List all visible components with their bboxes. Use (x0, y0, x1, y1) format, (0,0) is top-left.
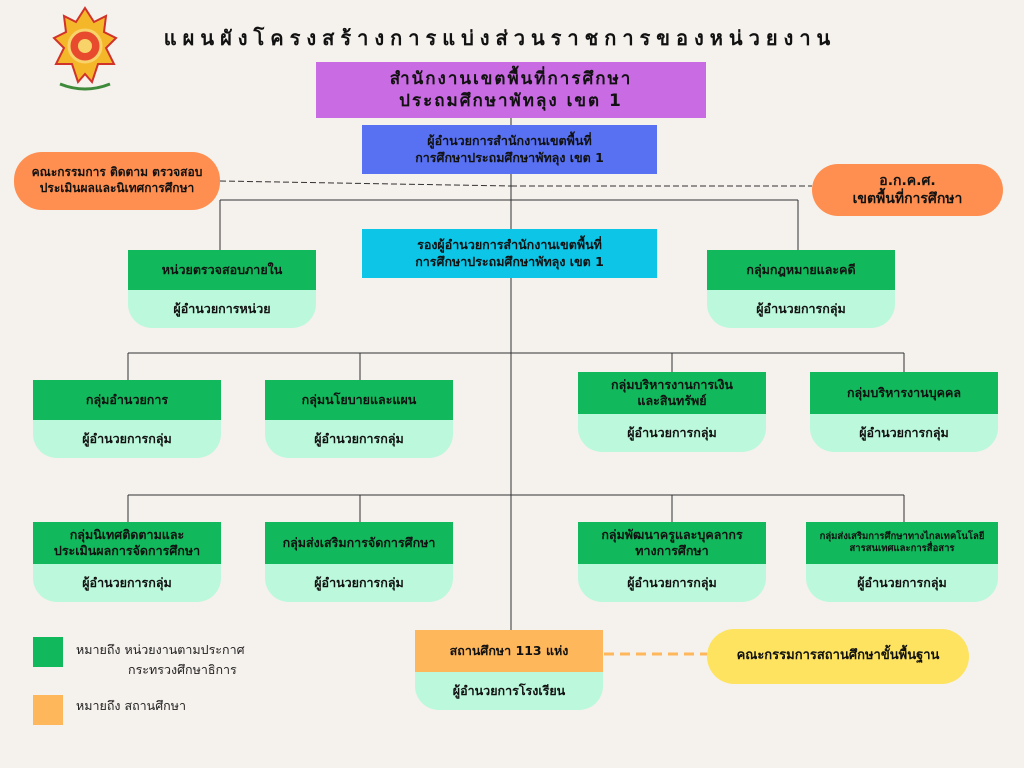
unit-legal: กลุ่มกฎหมายและคดี ผู้อำนวยการกลุ่ม (707, 250, 895, 328)
office-line2: ประถมศึกษาพัทลุง เขต 1 (399, 91, 623, 111)
unit-sub: ผู้อำนวยการกลุ่ม (33, 420, 221, 458)
unit-personnel: กลุ่มบริหารงานบุคคล ผู้อำนวยการกลุ่ม (810, 372, 998, 452)
committee-box: คณะกรรมการ ติดตาม ตรวจสอบประเมินผลและนิเ… (14, 152, 220, 210)
page-title: แผนผังโครงสร้างการแบ่งส่วนราชการของหน่วย… (163, 26, 837, 50)
unit-head: กลุ่มบริหารงานบุคคล (810, 372, 998, 414)
obec-emblem-icon (52, 6, 118, 91)
unit-head: กลุ่มบริหารงานการเงินและสินทรัพย์ (578, 372, 766, 414)
unit-head: กลุ่มอำนวยการ (33, 380, 221, 420)
unit-sub: ผู้อำนวยการกลุ่ม (33, 564, 221, 602)
deputy-line2: การศึกษาประถมศึกษาพัทลุง เขต 1 (415, 253, 604, 269)
unit-head: กลุ่มส่งเสริมการจัดการศึกษา (265, 522, 453, 564)
unit-sub: ผู้อำนวยการกลุ่ม (265, 420, 453, 458)
unit-sub: ผู้อำนวยการโรงเรียน (415, 672, 603, 710)
unit-head-line2: และสินทรัพย์ (637, 393, 707, 408)
deputy-line1: รองผู้อำนวยการสำนักงานเขตพื้นที่ (417, 237, 602, 253)
okks-line2: เขตพื้นที่การศึกษา (852, 191, 963, 207)
unit-head-line1: กลุ่มบริหารงานการเงิน (611, 376, 733, 392)
unit-teacher-dev: กลุ่มพัฒนาครูและบุคลากรทางการศึกษา ผู้อำ… (578, 522, 766, 602)
unit-head: กลุ่มนโยบายและแผน (265, 380, 453, 420)
unit-policy: กลุ่มนโยบายและแผน ผู้อำนวยการกลุ่ม (265, 380, 453, 458)
basic-committee-box: คณะกรรมการสถานศึกษาขั้นพื้นฐาน (707, 629, 969, 684)
deputy-box: รองผู้อำนวยการสำนักงานเขตพื้นที่การศึกษา… (362, 229, 657, 278)
unit-head: กลุ่มพัฒนาครูและบุคลากรทางการศึกษา (578, 522, 766, 564)
okks-box: อ.ก.ค.ศ. เขตพื้นที่การศึกษา (812, 164, 1003, 216)
legend-green-line2: กระทรวงศึกษาธิการ (128, 662, 237, 677)
unit-head-line1: กลุ่มนิเทศติดตามและ (69, 526, 185, 542)
unit-head-line1: กลุ่มพัฒนาครูและบุคลากร (601, 526, 743, 542)
office-box: สำนักงานเขตพื้นที่การศึกษาประถมศึกษาพัทล… (316, 62, 706, 118)
unit-sub: ผู้อำนวยการกลุ่ม (578, 564, 766, 602)
unit-head: สถานศึกษา 113 แห่ง (415, 630, 603, 672)
unit-head-line2: ประเมินผลการจัดการศึกษา (53, 543, 201, 558)
unit-finance: กลุ่มบริหารงานการเงินและสินทรัพย์ ผู้อำน… (578, 372, 766, 452)
unit-sub: ผู้อำนวยการกลุ่ม (806, 564, 998, 602)
unit-head-line1: กลุ่มส่งเสริมการศึกษาทางไกลเทคโนโลยี (819, 530, 985, 542)
director-box: ผู้อำนวยการสำนักงานเขตพื้นที่การศึกษาประ… (362, 125, 657, 174)
unit-head: กลุ่มส่งเสริมการศึกษาทางไกลเทคโนโลยีสารส… (806, 522, 998, 564)
unit-head-line2: สารสนเทศและการสื่อสาร (849, 543, 955, 554)
unit-internal-audit: หน่วยตรวจสอบภายใน ผู้อำนวยการหน่วย (128, 250, 316, 328)
unit-sub: ผู้อำนวยการกลุ่ม (707, 290, 895, 328)
unit-admin: กลุ่มอำนวยการ ผู้อำนวยการกลุ่ม (33, 380, 221, 458)
unit-sub: ผู้อำนวยการกลุ่ม (810, 414, 998, 452)
unit-sub: ผู้อำนวยการกลุ่ม (578, 414, 766, 452)
unit-head-line2: ทางการศึกษา (635, 543, 709, 558)
unit-head: กลุ่มนิเทศติดตามและประเมินผลการจัดการศึก… (33, 522, 221, 564)
okks-line1: อ.ก.ค.ศ. (879, 172, 936, 189)
unit-schools: สถานศึกษา 113 แห่ง ผู้อำนวยการโรงเรียน (415, 630, 603, 710)
legend-green-text: หมายถึง หน่วยงานตามประกาศ กระทรวงศึกษาธิ… (76, 640, 245, 680)
unit-promotion: กลุ่มส่งเสริมการจัดการศึกษา ผู้อำนวยการก… (265, 522, 453, 602)
unit-ict: กลุ่มส่งเสริมการศึกษาทางไกลเทคโนโลยีสารส… (806, 522, 998, 602)
unit-sub: ผู้อำนวยการหน่วย (128, 290, 316, 328)
unit-sub: ผู้อำนวยการกลุ่ม (265, 564, 453, 602)
legend-green-line1: หมายถึง หน่วยงานตามประกาศ (76, 642, 245, 657)
committee-line2: ประเมินผลและนิเทศการศึกษา (39, 181, 195, 195)
office-line1: สำนักงานเขตพื้นที่การศึกษา (389, 68, 633, 89)
legend-orange-text: หมายถึง สถานศึกษา (76, 698, 186, 713)
director-line2: การศึกษาประถมศึกษาพัทลุง เขต 1 (415, 149, 604, 165)
unit-head: หน่วยตรวจสอบภายใน (128, 250, 316, 290)
legend-orange-swatch (33, 695, 63, 725)
unit-supervision: กลุ่มนิเทศติดตามและประเมินผลการจัดการศึก… (33, 522, 221, 602)
unit-head: กลุ่มกฎหมายและคดี (707, 250, 895, 290)
legend-green-swatch (33, 637, 63, 667)
committee-line1: คณะกรรมการ ติดตาม ตรวจสอบ (31, 165, 203, 180)
director-line1: ผู้อำนวยการสำนักงานเขตพื้นที่ (427, 133, 592, 149)
